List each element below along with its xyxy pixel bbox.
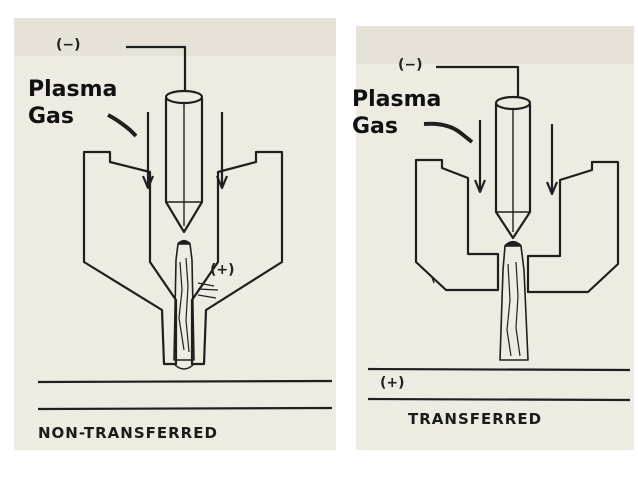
right-workpiece-sign: (+) bbox=[380, 375, 405, 391]
right-nozzle-left bbox=[414, 158, 500, 292]
left-workpiece-top bbox=[37, 379, 333, 384]
right-gas-arrow-1 bbox=[473, 179, 487, 194]
left-nozzle-right bbox=[190, 150, 284, 366]
left-caption: NON-TRANSFERRED bbox=[38, 424, 218, 442]
right-electrode-top bbox=[494, 95, 532, 111]
right-caption: TRANSFERRED bbox=[408, 410, 543, 428]
left-anode-sign: (+) bbox=[210, 262, 235, 278]
left-cathode-sign: (−) bbox=[56, 37, 81, 53]
left-gas-arrow-1 bbox=[141, 175, 155, 190]
left-gas-arrow-2 bbox=[215, 175, 229, 190]
right-panel-paper bbox=[356, 26, 634, 450]
right-torch bbox=[367, 65, 631, 402]
left-cathode-wire bbox=[126, 45, 187, 92]
left-torch bbox=[37, 45, 333, 411]
left-electrode bbox=[164, 98, 204, 234]
left-gas-pointer bbox=[107, 113, 138, 138]
right-gas-arrow-2 bbox=[545, 181, 559, 196]
left-gas-label: Plasma Gas bbox=[28, 77, 118, 129]
left-workpiece-bottom bbox=[37, 406, 333, 411]
left-electrode-top bbox=[164, 89, 204, 105]
right-cathode-wire bbox=[436, 65, 520, 98]
right-electrode bbox=[494, 104, 532, 240]
right-workpiece-bottom bbox=[367, 397, 631, 402]
right-gas-label: Plasma Gas bbox=[352, 87, 442, 139]
right-gas-pointer bbox=[423, 121, 474, 144]
right-workpiece-top bbox=[367, 367, 631, 372]
right-nozzle-right bbox=[526, 160, 620, 294]
right-cathode-sign: (−) bbox=[398, 57, 423, 73]
